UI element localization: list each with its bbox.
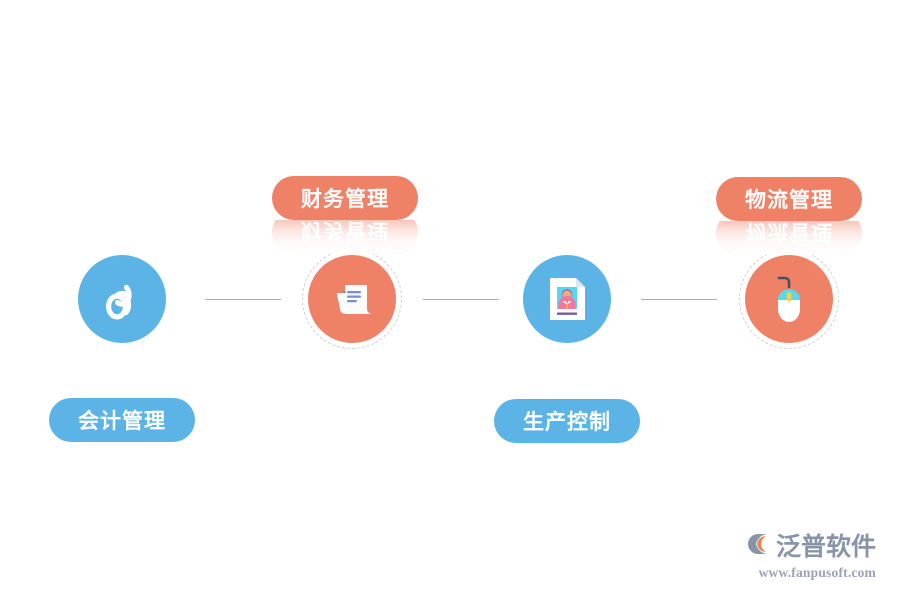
computer-mouse-icon	[764, 272, 814, 326]
connector-line-2	[423, 299, 499, 300]
badge-logistics[interactable]: 物流管理	[716, 177, 862, 221]
badge-production-label: 生产控制	[523, 410, 611, 434]
watermark: 泛普软件 www.fanpusoft.com	[736, 530, 876, 586]
node-production[interactable]	[523, 255, 611, 343]
node-finance[interactable]	[308, 255, 396, 343]
chain-link-icon	[96, 273, 148, 325]
watermark-brand-row: 泛普软件	[736, 530, 876, 562]
node-accounting[interactable]	[78, 255, 166, 343]
scroll-document-icon	[327, 274, 377, 324]
connector-line-3	[641, 299, 717, 300]
badge-accounting[interactable]: 会计管理	[49, 398, 195, 442]
watermark-brand-name: 泛普软件	[775, 531, 876, 561]
badge-production[interactable]: 生产控制	[494, 399, 640, 443]
badge-logistics-label: 物流管理	[745, 188, 833, 212]
id-card-icon	[543, 273, 591, 325]
fanpu-swoosh-logo-icon	[744, 530, 772, 562]
node-logistics[interactable]	[745, 255, 833, 343]
badge-finance[interactable]: 财务管理	[272, 176, 418, 220]
watermark-url: www.fanpusoft.com	[758, 565, 876, 580]
badge-accounting-label: 会计管理	[78, 409, 166, 433]
connector-line-1	[205, 299, 281, 300]
badge-finance-label: 财务管理	[301, 187, 389, 211]
